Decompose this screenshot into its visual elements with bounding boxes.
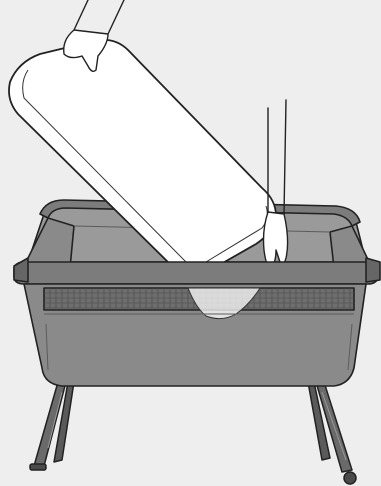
crib-front: [14, 258, 380, 386]
left-foot: [30, 464, 46, 470]
rim-right-cap: [366, 258, 380, 282]
right-hand: [264, 212, 288, 268]
leg-wheel: [344, 472, 356, 484]
crib-top-rim-front: [14, 262, 378, 284]
